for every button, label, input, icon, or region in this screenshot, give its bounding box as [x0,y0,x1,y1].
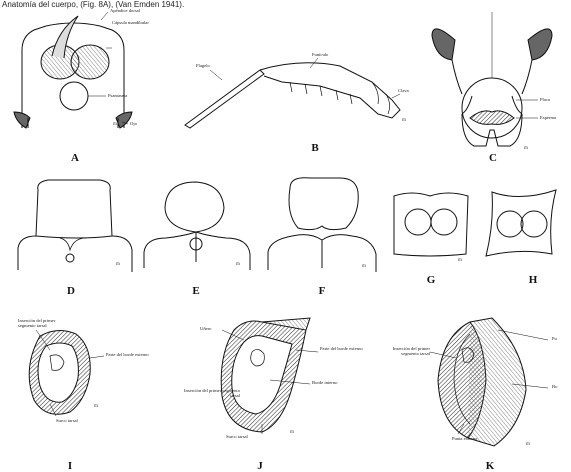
panel-c-drawing [432,12,552,146]
scale-mark-f: m [362,264,366,269]
panel-d-drawing [18,180,132,272]
label-j-claw: Uñero [200,326,211,331]
label-a-dorsal-appendage: Apéndice dorsal [110,8,140,13]
panel-label-a: A [60,152,90,164]
panel-label-j: J [245,460,275,472]
label-k-insertion: Inserción del primer segmento tarsal [376,346,430,356]
scale-mark-b: m [402,118,406,123]
label-b-flagellum: Flagelo [196,63,210,68]
scale-mark-a: m [113,122,117,127]
label-j-inner-edge: Borde interno [312,380,337,385]
panel-label-e: E [181,285,211,297]
label-i-insertion: Inserción del primer segmento tarsal [18,318,70,328]
panel-a-drawing [14,12,132,128]
panel-j-drawing [221,318,318,434]
label-k-point-cut: Pu [552,336,557,341]
panel-label-k: K [475,460,505,472]
panel-e-drawing [144,182,250,270]
panel-label-c: C [478,152,508,164]
scale-mark-i: m [94,404,98,409]
panel-b-drawing [185,58,400,128]
panel-label-h: H [518,274,548,286]
label-j-insertion: Inserción del primer segmento tarsal [182,388,240,398]
panel-label-b: B [300,142,330,154]
scale-mark-k: m [526,442,530,447]
label-a-psamaseta: Psamaseta [108,93,127,98]
panel-i-drawing [29,330,104,416]
scale-mark-e: m [236,262,240,267]
panel-g-drawing [394,193,468,256]
panel-label-d: D [56,285,86,297]
scale-mark-d: m [116,262,120,267]
scale-mark-g: m [458,258,462,263]
label-a-eye: Ojo [130,121,137,126]
label-k-edge-cut: Bo [552,384,557,389]
panel-label-g: G [416,274,446,286]
panel-label-f: F [307,285,337,297]
label-i-tarsal-groove: Surco tarsal [56,418,78,423]
label-a-mandibular-capsule: Cápsula mandibular [112,20,149,25]
label-b-club: Clava [398,88,409,93]
scale-mark-c: m [524,146,528,151]
label-c-plate: Placa [540,97,550,102]
label-j-outer-edge: Parte del borde externo [320,346,364,351]
panel-k-drawing [430,318,548,446]
scale-mark-j: m [290,430,294,435]
panel-label-i: I [55,460,85,472]
label-i-outer-edge: Parte del borde externo [106,352,150,357]
label-c-sperm: Esperma [540,115,556,120]
label-k-outer-point: Punta externa [452,436,477,441]
panel-f-drawing [268,178,376,272]
panel-h-drawing [486,190,556,256]
label-j-tarsal-groove: Surco tarsal [226,434,248,439]
label-b-funicle: Funículo [312,52,328,57]
